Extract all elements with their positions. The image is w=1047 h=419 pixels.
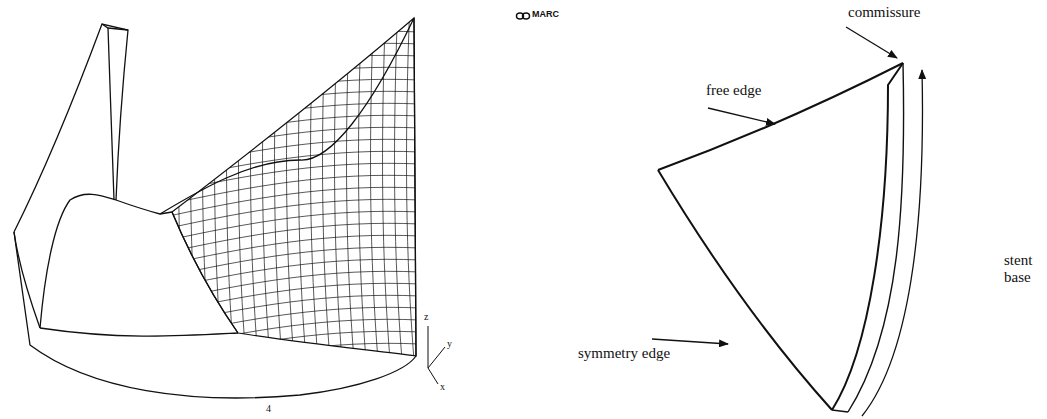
mesh-line <box>335 0 342 360</box>
mesh-line <box>160 223 420 254</box>
mesh-line <box>160 247 420 278</box>
mesh-line <box>179 0 186 360</box>
mesh-line <box>251 0 258 360</box>
software-logo: MARC <box>532 10 559 20</box>
axis-triad <box>428 326 445 384</box>
mesh-line <box>160 79 420 110</box>
mesh-line <box>347 0 354 360</box>
mesh-line <box>160 343 420 374</box>
mesh-line <box>160 139 420 170</box>
mesh-line <box>160 67 420 98</box>
mesh-line <box>191 0 198 360</box>
mesh-line <box>160 283 420 314</box>
mesh-line <box>160 307 420 338</box>
mesh-line <box>160 55 420 86</box>
leaflet-outline <box>172 18 416 356</box>
marc-logo <box>517 13 530 19</box>
mesh-line <box>167 0 174 360</box>
mesh-line <box>160 91 420 122</box>
mesh-line <box>160 163 420 194</box>
mesh-line <box>160 259 420 290</box>
mesh-line <box>203 0 210 360</box>
part-label: stent base <box>1004 252 1040 285</box>
mesh-line <box>160 355 420 386</box>
axis-label: y <box>447 338 452 349</box>
mesh-line <box>287 0 294 360</box>
page-mark: 4 <box>266 403 271 414</box>
part-label: free edge <box>706 82 761 99</box>
mesh-line <box>275 0 282 360</box>
mesh-line <box>311 0 318 360</box>
mesh-line <box>160 199 420 230</box>
mesh-line <box>160 319 420 350</box>
mesh-line <box>160 331 420 362</box>
part-label: symmetry edge <box>578 345 670 362</box>
mesh-line <box>160 295 420 326</box>
axis-label: z <box>424 311 428 322</box>
mesh-line <box>359 0 366 360</box>
finite-element-mesh <box>160 0 420 386</box>
mesh-line <box>323 0 330 360</box>
mesh-line <box>160 211 420 242</box>
mesh-line <box>160 127 420 158</box>
mesh-line <box>160 43 420 74</box>
mesh-line <box>407 0 414 360</box>
mesh-line <box>160 151 420 182</box>
mesh-line <box>160 103 420 134</box>
mesh-line <box>239 0 246 360</box>
part-label: commissure <box>848 4 921 21</box>
mesh-line <box>395 0 402 360</box>
leaflet-diagram <box>658 63 904 412</box>
axis-label: x <box>440 381 445 392</box>
mesh-line <box>160 271 420 302</box>
leader-arrows <box>652 27 922 416</box>
mesh-line <box>160 235 420 266</box>
mesh-line <box>383 0 390 360</box>
